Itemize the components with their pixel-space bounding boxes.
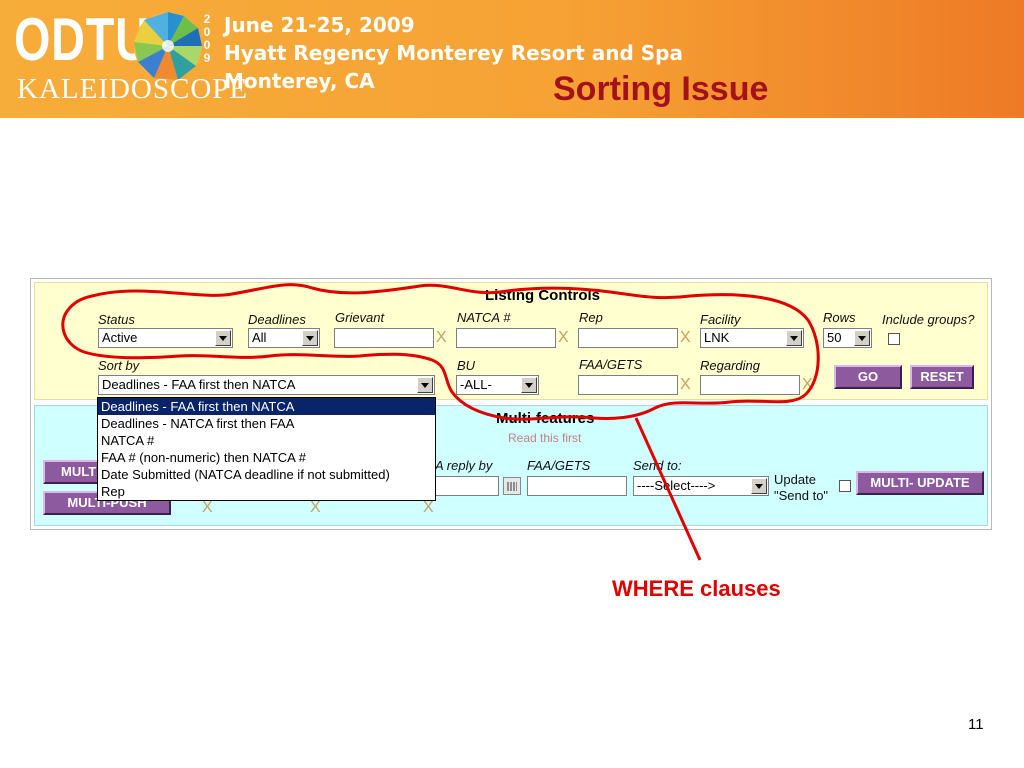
natca-input[interactable]: [456, 328, 556, 348]
calendar-icon[interactable]: [503, 477, 521, 495]
rows-value: 50: [827, 330, 842, 345]
update-label-line1: Update: [774, 472, 816, 487]
conference-banner: ODTUG 2 0 0 9 KALEIDOSCOPE June 21-25, 2…: [0, 0, 1024, 118]
page-number: 11: [968, 716, 984, 733]
update-label-line2: "Send to": [774, 488, 829, 503]
chevron-down-icon[interactable]: [215, 330, 231, 346]
clear-rep-icon[interactable]: X: [680, 329, 691, 346]
dropdown-option[interactable]: Date Submitted (NATCA deadline if not su…: [101, 467, 390, 482]
event-date: June 21-25, 2009: [224, 13, 415, 37]
year-digit: 9: [203, 51, 211, 65]
reply-by-input[interactable]: [435, 476, 499, 496]
chevron-down-icon[interactable]: [751, 478, 767, 494]
reset-button[interactable]: RESET: [910, 365, 974, 389]
multi-faagets-input[interactable]: [527, 476, 627, 496]
grievant-label: Grievant: [335, 310, 385, 325]
multi-features-title: Multi-features: [496, 410, 595, 427]
rows-select[interactable]: 50: [823, 328, 872, 348]
send-to-label: Send to:: [633, 458, 682, 473]
facility-label: Facility: [700, 312, 741, 327]
event-city: Monterey, CA: [224, 69, 375, 93]
deadlines-select[interactable]: All: [248, 328, 320, 348]
chevron-down-icon[interactable]: [786, 330, 802, 346]
dropdown-option[interactable]: FAA # (non-numeric) then NATCA #: [101, 450, 306, 465]
dropdown-option[interactable]: Deadlines - NATCA first then FAA: [101, 416, 295, 431]
include-groups-checkbox[interactable]: [888, 333, 900, 345]
multi-faagets-label: FAA/GETS: [527, 458, 591, 473]
bu-label: BU: [457, 358, 476, 373]
clear-faagets-icon[interactable]: X: [680, 376, 691, 393]
dropdown-option[interactable]: Rep: [101, 484, 125, 499]
rep-label: Rep: [579, 310, 603, 325]
listing-controls-title: Listing Controls: [485, 287, 600, 304]
rep-input[interactable]: [578, 328, 678, 348]
faagets-label: FAA/GETS: [579, 357, 643, 372]
clear-field-icon[interactable]: X: [202, 499, 213, 516]
event-venue: Hyatt Regency Monterey Resort and Spa: [224, 41, 683, 65]
faagets-input[interactable]: [578, 375, 678, 395]
multi-update-button[interactable]: MULTI- UPDATE: [856, 471, 984, 495]
go-button[interactable]: GO: [834, 365, 902, 389]
deadlines-value: All: [252, 330, 267, 345]
clear-natca-icon[interactable]: X: [558, 329, 569, 346]
regarding-input[interactable]: [700, 375, 800, 395]
update-send-to-checkbox[interactable]: [839, 480, 851, 492]
rows-label: Rows: [823, 310, 856, 325]
dropdown-option[interactable]: Deadlines - FAA first then NATCA: [98, 398, 435, 415]
sortby-label: Sort by: [98, 358, 140, 373]
update-send-to-label: Update "Send to": [774, 472, 828, 504]
status-label: Status: [98, 312, 135, 327]
clear-grievant-icon[interactable]: X: [436, 329, 447, 346]
listing-controls-section: Listing Controls Status Active Deadlines…: [34, 282, 988, 400]
bu-value: -ALL-: [460, 377, 492, 392]
deadlines-label: Deadlines: [248, 312, 306, 327]
sortby-select[interactable]: Deadlines - FAA first then NATCA: [98, 375, 435, 395]
sortby-value: Deadlines - FAA first then NATCA: [102, 377, 296, 392]
sortby-dropdown-list[interactable]: Deadlines - FAA first then NATCA Deadlin…: [97, 397, 436, 501]
where-clauses-annotation: WHERE clauses: [612, 576, 781, 601]
facility-value: LNK: [704, 330, 730, 345]
read-this-first-link[interactable]: Read this first: [508, 431, 582, 445]
chevron-down-icon[interactable]: [854, 330, 870, 346]
clear-field-icon[interactable]: X: [310, 499, 321, 516]
year-digit: 0: [203, 38, 211, 52]
grievant-input[interactable]: [334, 328, 434, 348]
logo-year: 2 0 0 9: [201, 13, 213, 65]
reply-by-label: A reply by: [435, 458, 493, 473]
year-digit: 0: [203, 25, 211, 39]
clear-regarding-icon[interactable]: X: [802, 376, 813, 393]
clear-field-icon[interactable]: X: [423, 499, 434, 516]
chevron-down-icon[interactable]: [521, 377, 537, 393]
status-value: Active: [102, 330, 138, 345]
chevron-down-icon[interactable]: [302, 330, 318, 346]
dropdown-option[interactable]: NATCA #: [101, 433, 155, 448]
slide-title: Sorting Issue: [553, 70, 769, 108]
year-digit: 2: [203, 12, 211, 26]
status-select[interactable]: Active: [98, 328, 233, 348]
regarding-label: Regarding: [700, 358, 760, 373]
natca-label: NATCA #: [457, 310, 511, 325]
bu-select[interactable]: -ALL-: [456, 375, 539, 395]
chevron-down-icon[interactable]: [417, 377, 433, 393]
send-to-select[interactable]: ----Select---->: [633, 476, 769, 496]
include-groups-label: Include groups?: [882, 312, 975, 327]
facility-select[interactable]: LNK: [700, 328, 804, 348]
kaleidoscope-logo-icon: [134, 12, 202, 80]
kaleidoscope-wordmark: KALEIDOSCOPE: [17, 73, 249, 105]
send-to-value: ----Select---->: [637, 478, 716, 493]
